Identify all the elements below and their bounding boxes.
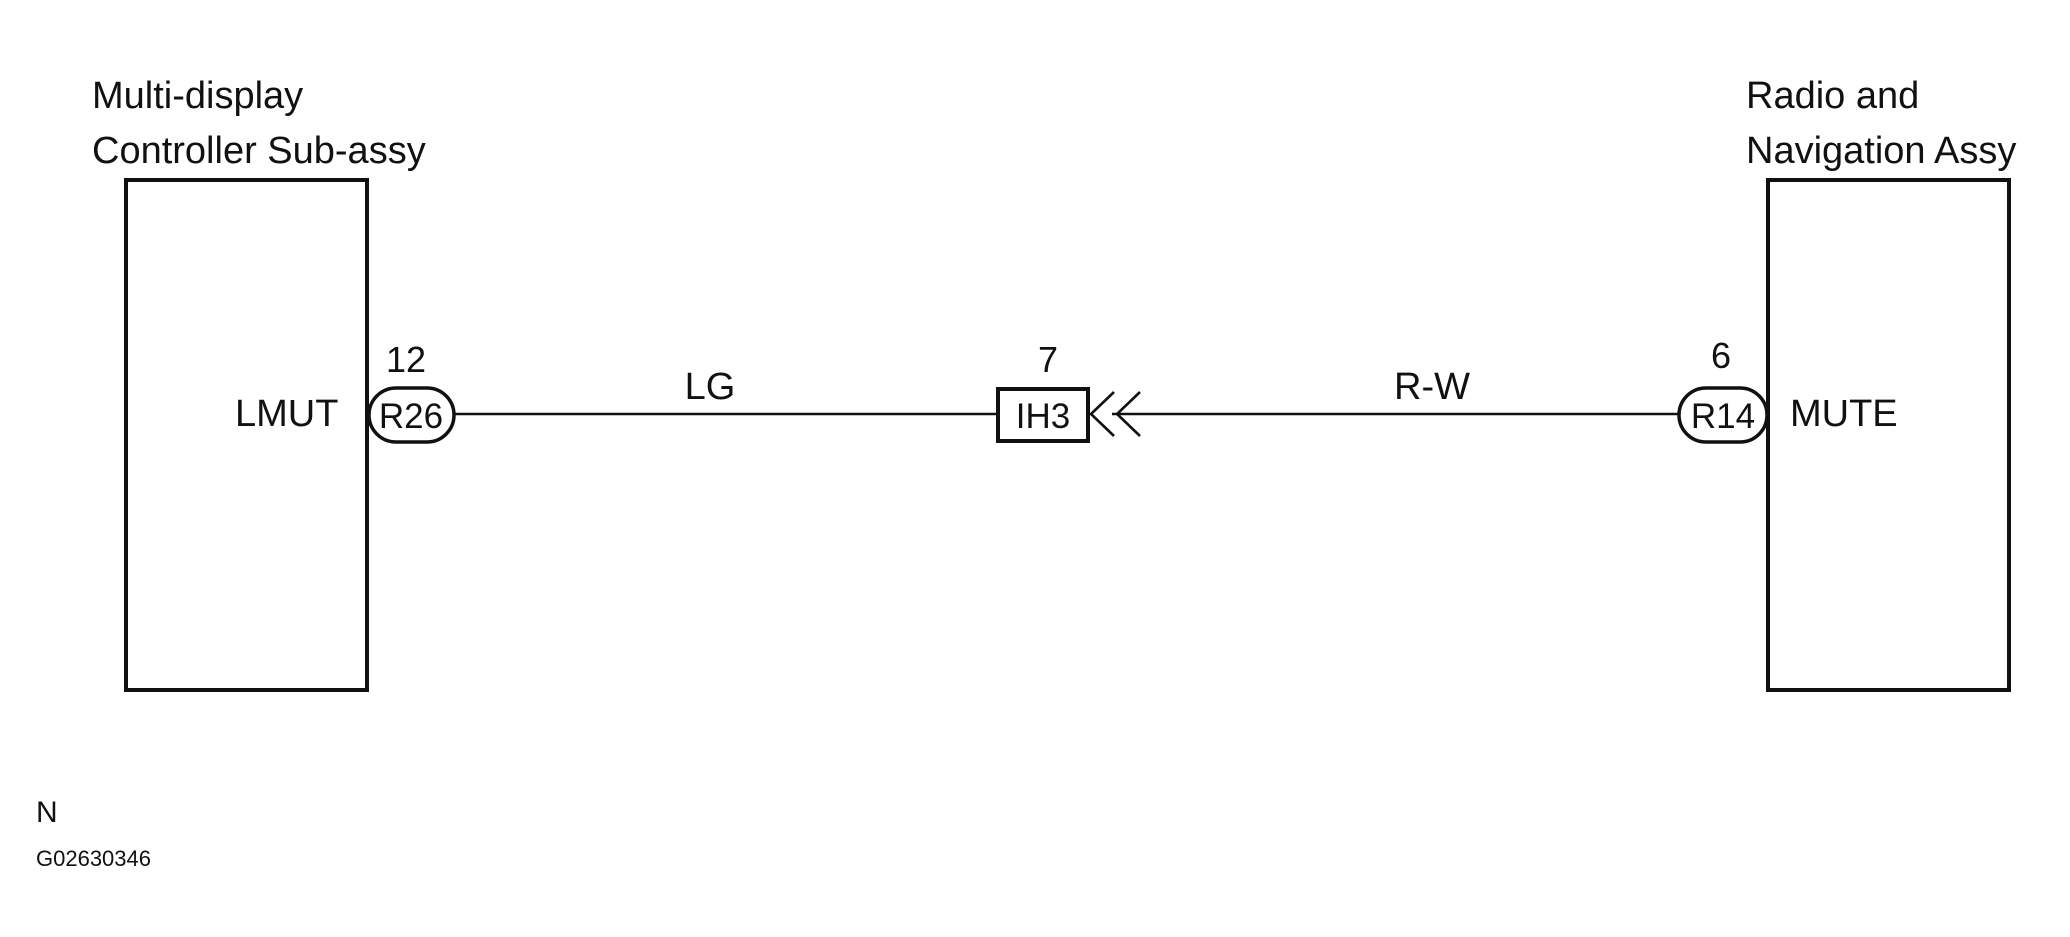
wire-right-color-code: R-W bbox=[1394, 366, 1470, 408]
right-pin-number: 6 bbox=[1711, 335, 1731, 376]
left-component-title-line2: Controller Sub-assy bbox=[92, 130, 426, 172]
right-terminal-label: MUTE bbox=[1790, 393, 1898, 435]
right-component-title-line1: Radio and bbox=[1746, 75, 1919, 117]
figure-code: G02630346 bbox=[36, 846, 151, 871]
left-component-title-line1: Multi-display bbox=[92, 75, 303, 117]
left-connector-code: R26 bbox=[379, 397, 443, 436]
junction-chevron-outer-icon bbox=[1115, 391, 1141, 437]
left-component: Multi-display Controller Sub-assy LMUT 1… bbox=[92, 75, 456, 692]
junction-box bbox=[996, 387, 1090, 443]
left-terminal-label: LMUT bbox=[235, 393, 338, 435]
wire-left-color-code: LG bbox=[685, 366, 736, 408]
junction-pin-number: 7 bbox=[1038, 339, 1058, 380]
junction-connector-code: IH3 bbox=[1016, 397, 1070, 436]
right-connector-code: R14 bbox=[1691, 397, 1755, 436]
right-component-title-line2: Navigation Assy bbox=[1746, 130, 2016, 172]
right-connector-oval bbox=[1677, 386, 1769, 444]
right-component: Radio and Navigation Assy MUTE 6 R14 bbox=[1677, 75, 2016, 692]
junction-chevron-inner-icon bbox=[1089, 391, 1115, 437]
right-component-box bbox=[1766, 178, 2011, 692]
left-component-box bbox=[124, 178, 369, 692]
left-pin-number: 12 bbox=[386, 339, 426, 380]
footer-letter: N bbox=[36, 796, 58, 829]
left-connector: R26 bbox=[367, 386, 456, 444]
junction-connector: 7 IH3 bbox=[996, 339, 1141, 443]
right-connector: R14 bbox=[1677, 386, 1769, 444]
